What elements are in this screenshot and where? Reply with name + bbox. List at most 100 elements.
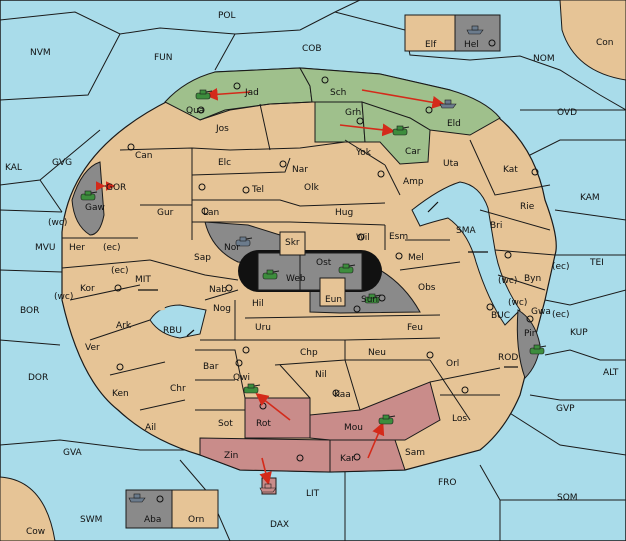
unit-army-Pir[interactable]: [529, 344, 547, 355]
territory-label-Orn: Orn: [188, 515, 204, 525]
unit-army-Mou[interactable]: [378, 414, 396, 425]
unit-fleet-Aba[interactable]: [128, 493, 146, 503]
sea-label-MIT: MIT: [135, 275, 151, 285]
sea-label-FUN: FUN: [154, 53, 173, 63]
territory-label-Nab: Nab: [209, 285, 227, 295]
territory-label-Rot: Rot: [256, 419, 271, 429]
unit-army-Qwi[interactable]: [243, 383, 261, 394]
territory-label-Uta: Uta: [443, 159, 459, 169]
sea-label-LIT: LIT: [306, 489, 320, 499]
territory-label-Kor: Kor: [80, 284, 95, 294]
territory-Pir[interactable]: [516, 309, 541, 379]
unit-fleet-Eld[interactable]: [439, 99, 457, 109]
sea-label-ALT: ALT: [603, 368, 619, 378]
territory-Mou[interactable]: [309, 381, 441, 441]
territory-label-Sch: Sch: [330, 88, 346, 98]
territory-label-Ver: Ver: [85, 343, 100, 353]
territory-Eun[interactable]: [319, 277, 346, 307]
sea-label-MVU: MVU: [35, 243, 56, 253]
territory-label-Uru: Uru: [255, 323, 271, 333]
sea-label-KUP: KUP: [570, 328, 588, 338]
territory-Zin[interactable]: [199, 437, 331, 473]
sea-label-DOR: DOR: [28, 373, 48, 383]
territory-Kar[interactable]: [329, 439, 406, 473]
sea-label-SWM: SWM: [80, 515, 102, 525]
territory-Skr[interactable]: [279, 231, 306, 256]
territory-label-Eld: Eld: [447, 119, 461, 129]
territory-label-Ark: Ark: [116, 321, 132, 331]
coast-mark-wc-byn: (wc): [498, 276, 517, 286]
coast-mark-ec-gwa: (ec): [552, 310, 570, 320]
territory-label-Qua: Qua: [186, 106, 204, 116]
unit-fleet-Hel[interactable]: [466, 25, 484, 35]
territory-label-Rie: Rie: [520, 202, 535, 212]
sea-label-ROD: ROD: [498, 353, 518, 363]
sea-label-GVG: GVG: [52, 158, 72, 168]
unit-army-Web[interactable]: [262, 269, 280, 280]
territory-label-Hug: Hug: [335, 208, 353, 218]
territory-label-Bri: Bri: [490, 221, 502, 231]
coast-mark-ec-her: (ec): [103, 243, 121, 253]
territory-label-Kaa: Kaa: [334, 390, 351, 400]
territory-label-Jos: Jos: [215, 124, 229, 134]
territory-label-Con: Con: [596, 38, 614, 48]
territory-label-Zin: Zin: [224, 451, 238, 461]
territory-label-Pir: Pir: [524, 329, 536, 339]
unit-fleet-LIT[interactable]: [259, 483, 277, 493]
sea-label-TEI: TEI: [589, 258, 604, 268]
territory-Elf[interactable]: [404, 14, 456, 52]
unit-army-Gaw[interactable]: [80, 190, 98, 201]
territory-label-Ost: Ost: [316, 258, 332, 268]
territory-label-Neu: Neu: [368, 348, 386, 358]
territory-label-Jad: Jad: [244, 88, 259, 98]
sea-label-POL: POL: [218, 11, 236, 21]
territory-label-Car: Car: [405, 147, 421, 157]
sea-label-SMA: SMA: [456, 226, 476, 236]
territory-label-Mou: Mou: [344, 423, 363, 433]
territory-label-Chp: Chp: [300, 348, 318, 358]
territory-label-Sap: Sap: [194, 253, 211, 263]
sea-label-BUC: BUC: [491, 311, 510, 321]
units-layer: [80, 25, 547, 503]
territory-label-Sun: Sun: [361, 295, 378, 305]
passage-markers: [95, 181, 518, 368]
territory-label-Elc: Elc: [218, 158, 231, 168]
territory-Ost[interactable]: [299, 252, 363, 291]
sea-label-SOM: SOM: [557, 493, 578, 503]
unit-army-Ost[interactable]: [338, 263, 356, 274]
unit-army-Sun[interactable]: [364, 293, 382, 304]
territory-label-Cow: Cow: [26, 527, 45, 537]
unit-army-Nor[interactable]: [235, 236, 253, 247]
coast-mark-wc-kor: (wc): [54, 292, 73, 302]
territory-Rot[interactable]: [244, 397, 311, 439]
sea-label-OVD: OVD: [557, 108, 577, 118]
territory-label-Mel: Mel: [408, 253, 424, 263]
land-borders: [61, 101, 556, 421]
sea-label-GOR: GOR: [106, 183, 126, 193]
territory-Orn[interactable]: [171, 489, 219, 529]
unit-army-Qua[interactable]: [195, 89, 213, 100]
sea-label-RBU: RBU: [163, 326, 182, 336]
unit-army-Car[interactable]: [392, 125, 410, 136]
territory-label-Her: Her: [69, 243, 85, 253]
territory-label-Ail: Ail: [145, 423, 156, 433]
territory-label-Bar: Bar: [203, 362, 219, 372]
territory-label-Hel: Hel: [464, 40, 479, 50]
supply-center-Aba: [156, 495, 164, 503]
territory-label-Esm: Esm: [389, 232, 408, 242]
sea-label-BOR: BOR: [20, 306, 39, 316]
sea-label-NVM: NVM: [30, 48, 51, 58]
territory-label-Aba: Aba: [144, 515, 161, 525]
territory-Aba[interactable]: [125, 489, 173, 529]
sea-label-KAM: KAM: [580, 193, 600, 203]
territory-label-Chr: Chr: [170, 384, 186, 394]
territory-label-Wil: Wil: [356, 233, 370, 243]
coast-mark-wc-her: (wc): [48, 218, 67, 228]
territory-Hel[interactable]: [454, 14, 501, 52]
territory-label-Ken: Ken: [112, 389, 129, 399]
territory-label-Kar: Kar: [340, 454, 355, 464]
territory-label-Orl: Orl: [446, 359, 459, 369]
territory-label-Tel: Tel: [251, 185, 264, 195]
